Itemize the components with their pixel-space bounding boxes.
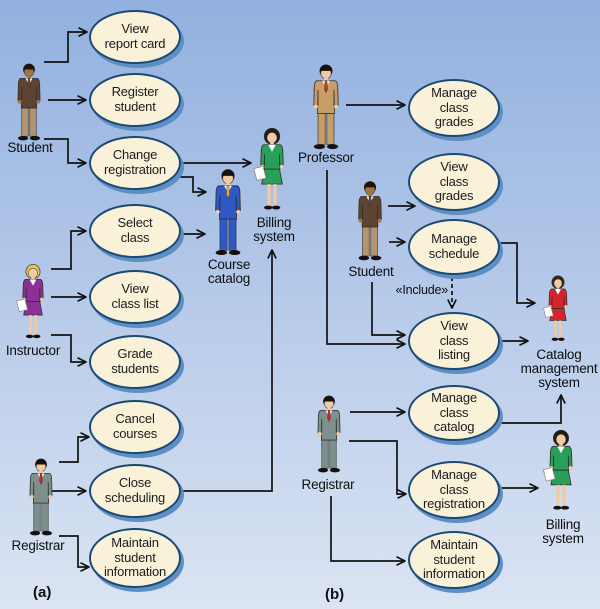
usecase-view-report-card: View report card bbox=[89, 10, 181, 64]
instructor-actor-icon bbox=[16, 254, 50, 344]
usecase-view-class-listing: View class listing bbox=[408, 312, 500, 370]
usecase-select-class: Select class bbox=[89, 204, 181, 258]
usecase-manage-class-catalog: Manage class catalog bbox=[408, 385, 500, 441]
registrar-actor-icon bbox=[24, 450, 58, 538]
actor-label-billing-system-b: Billing system bbox=[542, 517, 584, 547]
caption-a: (a) bbox=[33, 584, 52, 601]
usecase-manage-schedule: Manage schedule bbox=[408, 219, 500, 275]
include-stereotype-label: «Include» bbox=[395, 283, 449, 297]
actor-label-instructor: Instructor bbox=[5, 343, 61, 358]
usecase-maintain-student-information-b: Maintain student information bbox=[408, 531, 500, 589]
actor-label-student-b: Student bbox=[348, 264, 394, 279]
catalog-management-actor-icon bbox=[538, 274, 578, 346]
professor-actor-icon bbox=[307, 62, 345, 152]
actor-label-professor: Professor bbox=[298, 150, 354, 165]
course-catalog-actor-icon bbox=[209, 166, 247, 258]
actor-label-catalog-management-system: Catalog management system bbox=[520, 347, 598, 391]
billing-system-actor-icon bbox=[252, 126, 292, 216]
usecase-view-class-list: View class list bbox=[89, 270, 181, 324]
usecase-grade-students: Grade students bbox=[89, 335, 181, 389]
usecase-maintain-student-information-a: Maintain student information bbox=[89, 528, 181, 588]
actor-label-registrar-a: Registrar bbox=[11, 538, 65, 553]
usecase-manage-class-grades: Manage class grades bbox=[408, 79, 500, 137]
student-actor-icon bbox=[12, 57, 46, 143]
actor-label-registrar-b: Registrar bbox=[301, 477, 355, 492]
usecase-manage-class-registration: Manage class registration bbox=[408, 461, 500, 519]
usecase-change-registration: Change registration bbox=[89, 136, 181, 190]
usecase-view-class-grades: View class grades bbox=[408, 153, 500, 211]
usecase-register-student: Register student bbox=[89, 73, 181, 127]
registrar-actor-icon bbox=[312, 387, 346, 475]
usecase-cancel-courses: Cancel courses bbox=[89, 400, 181, 454]
student-actor-icon bbox=[352, 179, 388, 263]
usecase-close-scheduling: Close scheduling bbox=[89, 464, 181, 518]
billing-system-actor-icon bbox=[541, 428, 581, 516]
actor-label-student-a: Student bbox=[7, 140, 53, 155]
caption-b: (b) bbox=[325, 586, 345, 603]
actor-label-course-catalog: Course catalog bbox=[207, 257, 251, 287]
actor-label-billing-system-a: Billing system bbox=[253, 215, 295, 245]
